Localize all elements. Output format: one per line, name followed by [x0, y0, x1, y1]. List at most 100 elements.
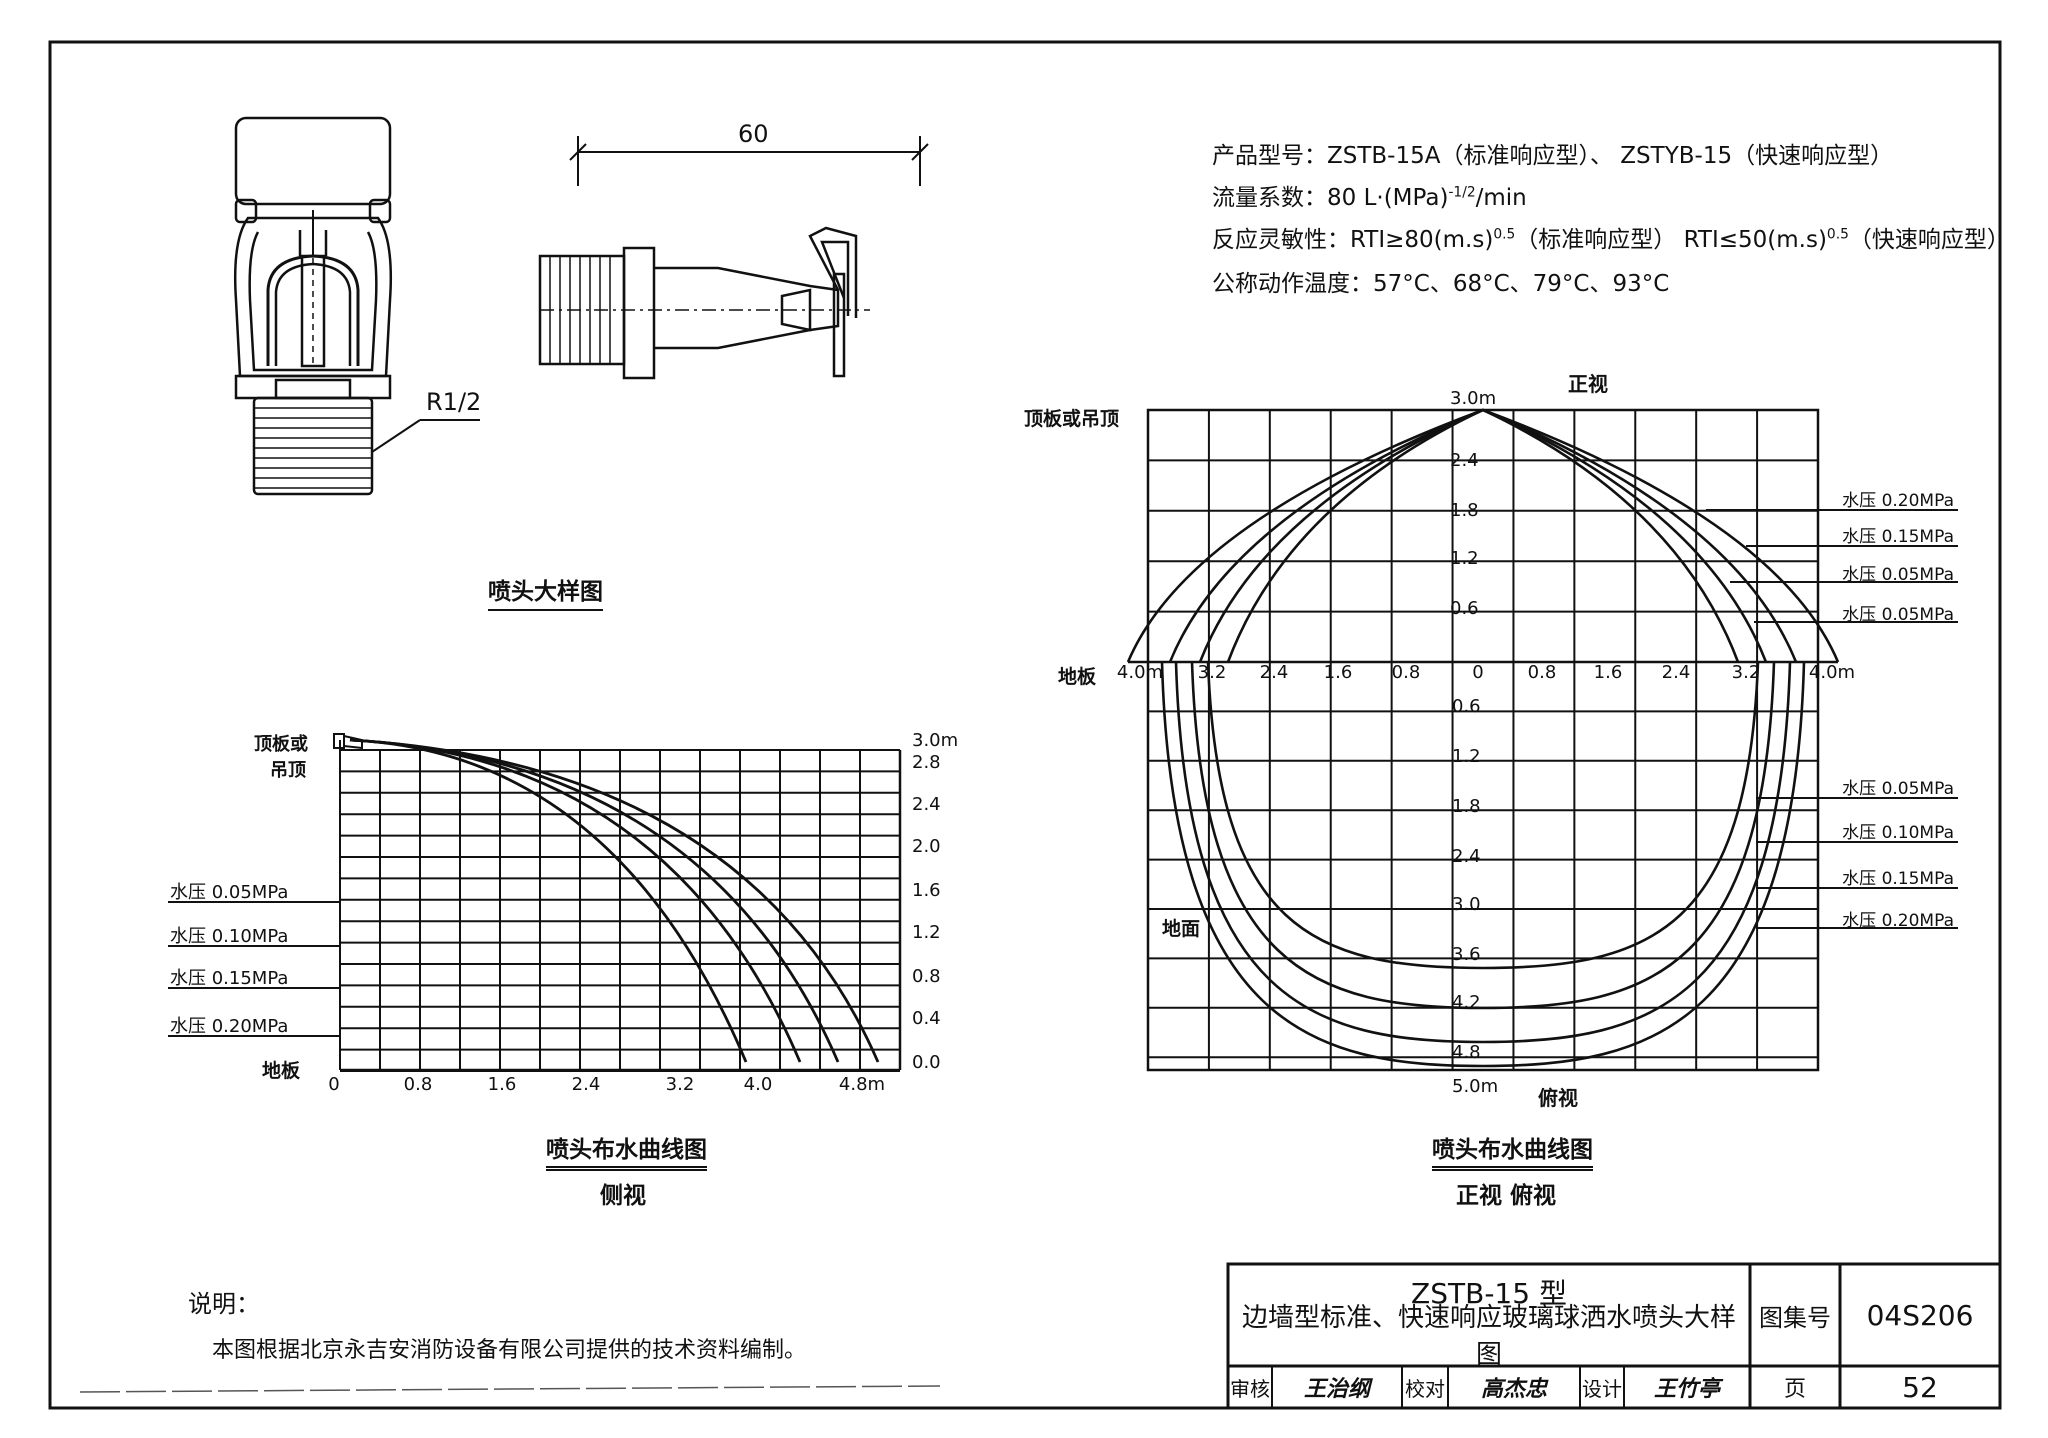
spec-flow-suffix: /min: [1475, 185, 1527, 211]
page-label: 页: [1783, 1377, 1806, 1402]
front-x-tick: 0: [1472, 662, 1484, 683]
design-label: 设计: [1582, 1376, 1622, 1401]
side-y-tick: 2.0: [912, 836, 941, 857]
front-lower-y-tick: 0.6: [1452, 696, 1481, 717]
front-upper-pressure-label: 水压 0.15MPa: [1842, 527, 1954, 547]
front-upper-y-tick: 1.2: [1450, 548, 1479, 569]
review-label: 审核: [1230, 1376, 1270, 1401]
spec-temperature: 公称动作温度：57°C、68°C、79°C、93°C: [1212, 271, 1670, 297]
spec-flow: 流量系数：80 L·(MPa)-1/2/min: [1212, 178, 1527, 212]
front-upper-pressure-label: 水压 0.20MPa: [1842, 491, 1954, 511]
spec-rti: 反应灵敏性：RTI≥80(m.s)0.5（标准响应型） RTI≤50(m.s)0…: [1212, 220, 2010, 254]
side-chart-sprinkler-icon: [333, 733, 363, 750]
front-floor-label: 地板: [1058, 666, 1097, 688]
check-signature: 高杰忠: [1480, 1376, 1547, 1402]
side-y-tick: 2.4: [912, 794, 941, 815]
plan-view-label: 俯视: [1538, 1086, 1578, 1110]
side-y-tick: 1.2: [912, 922, 941, 943]
spec-rti-exponent-2: 0.5: [1826, 226, 1849, 243]
front-lower-pressure-label: 水压 0.15MPa: [1842, 869, 1954, 889]
side-x-tick: 1.6: [487, 1074, 517, 1095]
front-chart-leaders: [1706, 509, 1958, 929]
thread-label: R1/2: [426, 388, 482, 416]
front-chart-subtitle: 正视 俯视: [1456, 1183, 1557, 1209]
front-lower-y-tick: 3.0: [1452, 894, 1481, 915]
side-y-tick: 2.8: [912, 752, 941, 773]
side-pressure-label: 水压 0.05MPa: [170, 882, 289, 903]
check-label: 校对: [1405, 1376, 1445, 1401]
notes-heading: 说明：: [188, 1290, 260, 1318]
front-x-tick: 0.8: [1391, 662, 1421, 683]
side-y-tick: 0.0: [912, 1052, 941, 1073]
front-lower-pressure-label: 水压 0.20MPa: [1842, 911, 1954, 931]
side-y-tick: 0.4: [912, 1008, 941, 1029]
front-lower-y-tick: 3.6: [1452, 944, 1481, 965]
front-spray-curve-lower: [1174, 661, 1792, 1044]
review-signature: 王治纲: [1303, 1376, 1370, 1402]
front-x-tick: 1.6: [1593, 662, 1623, 683]
side-y-tick: 1.6: [912, 880, 941, 901]
front-spray-curve-lower: [1190, 661, 1776, 1010]
spec-rti-prefix: 反应灵敏性：RTI≥80(m.s): [1212, 227, 1494, 253]
dimension-label: 60: [738, 120, 769, 148]
front-spray-curve-upper: [1198, 408, 1768, 663]
front-lower-y-tick: 1.8: [1452, 796, 1481, 817]
notes-rule: [79, 1385, 941, 1393]
design-signature: 王竹亭: [1653, 1376, 1720, 1402]
sheet-border: [48, 40, 2002, 1410]
front-x-tick: 4.0m: [1116, 662, 1164, 683]
front-lower-y-tick: 4.8: [1452, 1042, 1481, 1063]
front-view-label: 正视: [1568, 372, 1608, 396]
front-x-tick: 2.4: [1259, 662, 1289, 683]
front-x-tick: 1.6: [1323, 662, 1353, 683]
side-pressure-label: 水压 0.15MPa: [170, 968, 289, 989]
side-floor-label: 地板: [262, 1060, 301, 1082]
front-spray-curve-upper: [1126, 408, 1840, 663]
side-ceiling-label-2: 吊顶: [270, 760, 306, 781]
spec-rti-mid: （标准响应型） RTI≤50(m.s): [1515, 227, 1827, 253]
front-spray-curve-lower: [1160, 661, 1806, 1068]
spec-rti-exponent-1: 0.5: [1493, 226, 1516, 243]
front-spray-curve-lower: [1206, 661, 1760, 970]
title-block-frame: [1226, 1262, 2002, 1410]
spec-rti-suffix: （快速响应型）: [1848, 227, 2010, 253]
front-ceiling-label: 顶板或吊顶: [1024, 408, 1120, 430]
front-chart-curves: [1126, 408, 1840, 1068]
page-number: 52: [1902, 1370, 1938, 1404]
front-upper-y-tick: 3.0m: [1450, 388, 1497, 409]
side-chart-subtitle: 侧视: [600, 1183, 646, 1209]
front-lower-y-tick: 1.2: [1452, 746, 1481, 767]
detail-drawing-title: 喷头大样图: [488, 572, 603, 611]
side-chart-curves: [349, 738, 880, 1063]
front-spray-curve-upper: [1168, 408, 1798, 663]
front-upper-y-tick: 1.8: [1450, 500, 1479, 521]
side-x-tick: 2.4: [571, 1074, 601, 1095]
front-lower-y-tick: 2.4: [1452, 846, 1481, 867]
drawing-title-line-2: 边墙型标准、快速响应玻璃球洒水喷头大样图: [1241, 1303, 1736, 1370]
spec-flow-exponent: -1/2: [1448, 184, 1476, 201]
side-chart-title: 喷头布水曲线图: [546, 1130, 707, 1171]
side-y-tick: 3.0m: [912, 730, 959, 751]
atlas-number: 04S206: [1866, 1298, 1974, 1332]
side-spray-curve: [349, 738, 880, 1063]
sprinkler-front-view: [233, 116, 480, 496]
side-x-tick: 0: [328, 1074, 340, 1095]
spec-flow-prefix: 流量系数：80 L·(MPa): [1212, 185, 1449, 211]
side-ceiling-label-1: 顶板或: [254, 734, 308, 755]
notes-text: 本图根据北京永吉安消防设备有限公司提供的技术资料编制。: [212, 1338, 807, 1363]
front-x-tick: 4.0m: [1808, 662, 1856, 683]
side-x-tick: 4.8m: [838, 1074, 886, 1095]
front-x-tick: 3.2: [1731, 662, 1761, 683]
drawing-title-line-1: ZSTB-15 型: [1411, 1277, 1567, 1310]
front-lower-y-tick: 5.0m: [1452, 1076, 1499, 1097]
front-upper-pressure-label: 水压 0.05MPa: [1842, 565, 1954, 585]
sprinkler-side-view: [538, 136, 929, 380]
side-x-tick: 4.0: [743, 1074, 773, 1095]
front-lower-pressure-label: 水压 0.05MPa: [1842, 779, 1954, 799]
front-x-tick: 3.2: [1197, 662, 1227, 683]
side-x-tick: 3.2: [665, 1074, 695, 1095]
front-lower-pressure-label: 水压 0.10MPa: [1842, 823, 1954, 843]
side-spray-curve: [349, 738, 748, 1063]
front-chart-title: 喷头布水曲线图: [1432, 1130, 1593, 1171]
